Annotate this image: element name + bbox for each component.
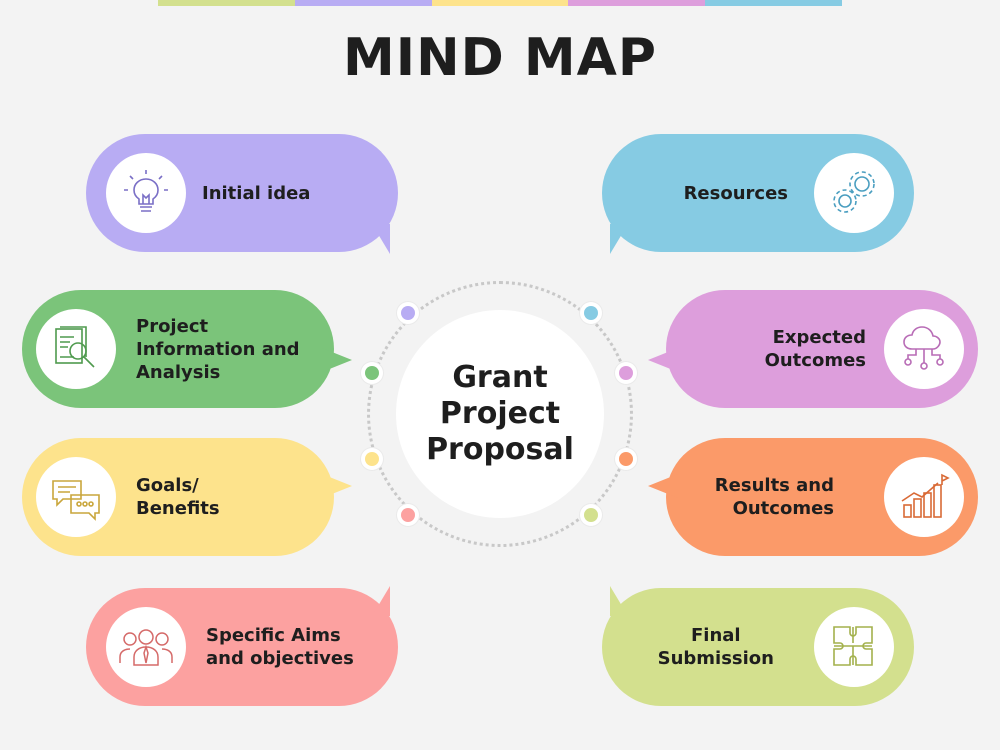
top-bar-segment [294, 0, 432, 6]
node-goals-benefits: Goals/ Benefits [22, 438, 352, 556]
node-label: Final Submission [657, 625, 774, 669]
bubble-tail [372, 224, 390, 254]
node-expected-outcomes: Expected Outcomes [648, 290, 978, 408]
node-label: Results and Outcomes [714, 475, 834, 519]
icon-badge [106, 153, 186, 233]
lightbulb-icon [124, 170, 168, 212]
icon-badge [36, 457, 116, 537]
node-label: Initial idea [202, 182, 311, 204]
center-dotted-ring [367, 281, 633, 547]
growth-chart-icon [901, 473, 950, 518]
gears-icon [833, 171, 875, 213]
connector-dot [397, 504, 419, 526]
bubble-tail [322, 474, 352, 498]
center-label: Grant Project Proposal [426, 360, 574, 467]
top-bar-segment [158, 0, 295, 6]
node-results-outcomes: Results and Outcomes [648, 438, 978, 556]
center-node: Grant Project Proposal [396, 310, 604, 518]
top-color-bar [158, 0, 842, 6]
connector-dot [397, 302, 419, 324]
icon-badge [884, 457, 964, 537]
icon-badge [36, 309, 116, 389]
top-bar-segment [705, 0, 842, 6]
connector-dot [580, 302, 602, 324]
bubble-tail [648, 348, 678, 372]
bubble-tail [322, 348, 352, 372]
node-initial-idea: Initial idea [86, 134, 398, 254]
icon-badge [106, 607, 186, 687]
bubble-tail [610, 224, 628, 254]
chat-bubbles-icon [52, 480, 100, 521]
connector-dot [361, 448, 383, 470]
node-label: Resources [683, 182, 788, 204]
node-label: Goals/ Benefits [136, 475, 220, 519]
cloud-network-icon [903, 326, 944, 370]
top-bar-segment [568, 0, 706, 6]
page-title: MIND MAP [343, 28, 657, 88]
icon-badge [814, 607, 894, 687]
document-search-icon [55, 326, 95, 368]
bubble-tail [648, 474, 678, 498]
team-icon [119, 629, 173, 666]
connector-dot [615, 362, 637, 384]
puzzle-icon [833, 626, 873, 666]
node-resources: Resources [602, 134, 914, 254]
connector-dot [361, 362, 383, 384]
node-label: Project Information and Analysis [136, 315, 300, 383]
node-label: Specific Aims and objectives [206, 625, 354, 669]
connector-dot [580, 504, 602, 526]
node-project-information: Project Information and Analysis [22, 290, 352, 408]
node-label: Expected Outcomes [764, 327, 866, 371]
icon-badge [814, 153, 894, 233]
connector-dot [615, 448, 637, 470]
top-bar-segment [431, 0, 569, 6]
node-final-submission: Final Submission [602, 586, 914, 706]
icon-badge [884, 309, 964, 389]
node-specific-aims: Specific Aims and objectives [86, 586, 398, 706]
bubble-tail [610, 586, 628, 616]
bubble-tail [372, 586, 390, 616]
